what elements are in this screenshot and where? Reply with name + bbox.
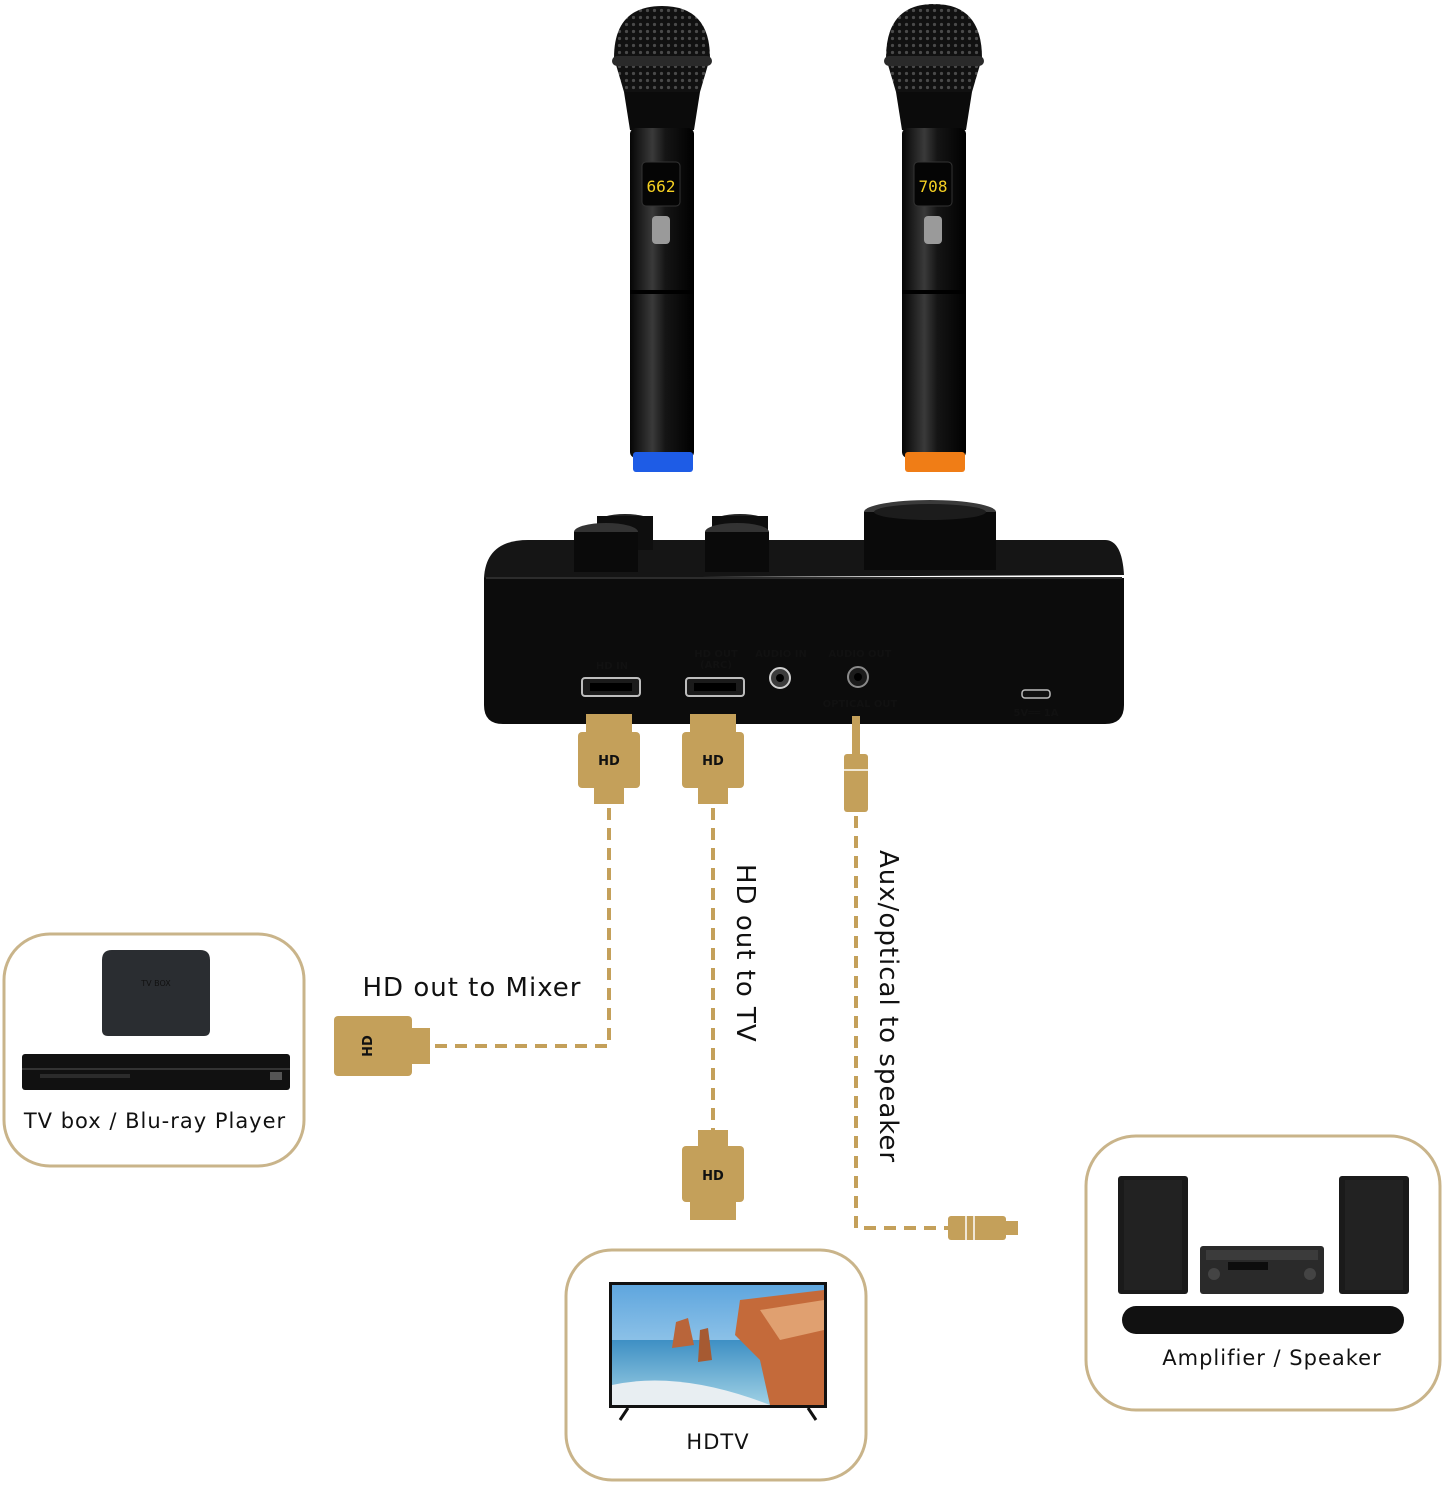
hd-connector-tv: HD (682, 1130, 744, 1220)
label-hdtv: HDTV (686, 1430, 749, 1454)
hd-connector-tvbox: HD (334, 1016, 430, 1076)
knob-group (574, 500, 996, 572)
connector-text: HD (702, 754, 724, 769)
mic-1-blue-ring (633, 452, 693, 472)
label-amplifier-speaker: Amplifier / Speaker (1162, 1346, 1381, 1370)
label-tvbox-bluray: TV box / Blu-ray Player (23, 1109, 286, 1133)
bluray-player (22, 1054, 290, 1090)
hdtv-frame: HDTV (564, 1248, 868, 1482)
mic-2-power-button[interactable] (924, 216, 942, 244)
port-label-arc: (ARC) (700, 660, 732, 671)
mic-1-display: 662 (647, 177, 676, 196)
mic-1-power-button[interactable] (652, 216, 670, 244)
microphone-2: 708 (884, 4, 984, 472)
cable-hd-in (428, 808, 611, 1048)
cable-aux (854, 816, 948, 1230)
soundbar (1122, 1306, 1404, 1334)
connector-text: HD (598, 754, 620, 769)
mic-1-grille (614, 6, 710, 92)
mic-2-display: 708 (919, 177, 948, 196)
cable-lines (428, 808, 948, 1230)
aux-plug-top (844, 716, 868, 812)
port-label-audio-out: AUDIO OUT (829, 649, 892, 660)
label-aux-optical: Aux/optical to speaker (873, 850, 903, 1163)
port-label-optical-out: OPTICAL OUT (823, 699, 898, 710)
tv-box-text: TV BOX (140, 979, 171, 988)
aux-plug-end (948, 1216, 1018, 1240)
mic-2-orange-ring (905, 452, 965, 472)
hd-connector-in: HD (578, 714, 640, 804)
connector-text: HD (361, 1035, 376, 1057)
label-hd-out-to-mixer: HD out to Mixer (363, 973, 582, 1003)
amplifier-frame: Amplifier / Speaker (1084, 1134, 1442, 1412)
mic-2-grille (886, 4, 982, 92)
port-label-audio-in: AUDIO IN (755, 649, 807, 660)
connector-text: HD (702, 1169, 724, 1184)
tv-box-device (102, 950, 210, 1036)
port-label-hd-out: HD OUT (694, 649, 738, 660)
power-port[interactable] (1021, 689, 1051, 699)
port-label-hd-in: HD IN (596, 661, 628, 672)
tvbox-frame: TV BOX TV box / Blu-ray Player (2, 932, 306, 1168)
microphone-1: 662 (612, 6, 712, 472)
karaoke-mixer: HD IN HD OUT (ARC) AUDIO IN AUDIO OUT OP… (484, 500, 1124, 724)
port-label-power: 5V══ 1A (1014, 708, 1059, 719)
label-hd-out-to-tv: HD out to TV (730, 864, 760, 1043)
hd-connector-out: HD (682, 714, 744, 804)
